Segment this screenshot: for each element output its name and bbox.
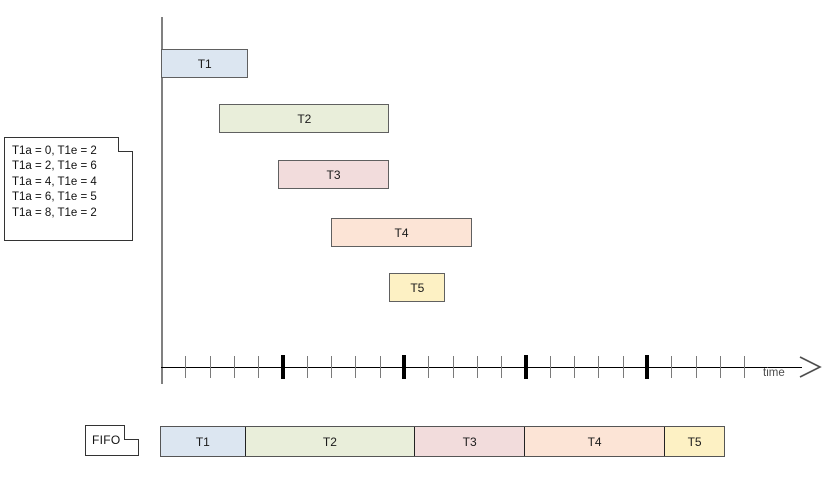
task-times-line: T1a = 2, T1e = 6 xyxy=(12,160,97,173)
gantt-bar-label: T4 xyxy=(394,225,409,240)
fifo-segment-t1: T1 xyxy=(161,427,246,456)
axis-tick-minor xyxy=(428,356,430,378)
axis-tick-minor xyxy=(695,356,697,378)
axis-tick-minor xyxy=(331,356,333,378)
gantt-bar-label: T2 xyxy=(297,111,312,126)
axis-tick-major xyxy=(280,355,285,379)
axis-tick-major xyxy=(402,355,406,379)
fifo-segment-t5: T5 xyxy=(664,427,725,456)
fifo-segment-label: T3 xyxy=(462,434,477,449)
fifo-segment-label: T4 xyxy=(587,434,602,449)
axis-tick-minor xyxy=(549,356,551,378)
task-times-list: T1a = 0, T1e = 2 T1a = 2, T1e = 6 T1a = 4,… xyxy=(12,144,97,221)
time-axis-line xyxy=(161,367,802,368)
vertical-axis xyxy=(161,17,163,384)
gantt-bar-t4: T4 xyxy=(331,218,473,247)
axis-tick-minor xyxy=(622,356,624,378)
axis-tick-minor xyxy=(671,356,673,378)
fifo-segment-t3: T3 xyxy=(415,427,526,456)
note-fold-corner-icon xyxy=(124,424,139,440)
axis-tick-minor xyxy=(598,356,600,378)
axis-tick-major xyxy=(523,355,528,379)
fifo-segment-t4: T4 xyxy=(525,427,665,456)
fifo-segment-label: T5 xyxy=(687,434,702,449)
axis-tick-minor xyxy=(185,356,187,378)
fifo-label: FIFO xyxy=(92,433,121,447)
axis-tick-minor xyxy=(719,356,721,378)
task-times-line: T1a = 0, T1e = 2 xyxy=(12,145,97,157)
task-times-line: T1a = 6, T1e = 5 xyxy=(12,191,97,204)
gantt-bar-label: T3 xyxy=(326,167,341,182)
gantt-bar-t2: T2 xyxy=(219,104,390,133)
axis-tick-minor xyxy=(306,356,308,378)
task-times-note: T1a = 0, T1e = 2 T1a = 2, T1e = 6 T1a = 4,… xyxy=(4,136,133,241)
gantt-bar-t3: T3 xyxy=(277,160,390,189)
gantt-bar-label: T5 xyxy=(410,280,425,295)
fifo-segment-t2: T2 xyxy=(245,427,416,456)
axis-arrow-icon xyxy=(799,356,822,378)
task-times-line: T1a = 8, T1e = 2 xyxy=(12,206,97,219)
note-fold-corner-icon xyxy=(118,136,133,152)
axis-tick-minor xyxy=(355,356,357,378)
axis-tick-minor xyxy=(501,356,503,378)
fifo-schedule-strip: T1 T2 T3 T4 T5 xyxy=(160,426,726,457)
fifo-note: FIFO xyxy=(85,424,139,456)
axis-tick-minor xyxy=(209,356,211,378)
axis-tick-minor xyxy=(258,356,260,378)
fifo-segment-label: T1 xyxy=(195,434,210,449)
axis-tick-minor xyxy=(379,356,381,378)
time-axis-label: time xyxy=(763,367,785,379)
axis-tick-minor xyxy=(476,356,478,378)
axis-tick-minor xyxy=(744,356,746,378)
task-times-line: T1a = 4, T1e = 4 xyxy=(12,175,97,188)
gantt-bar-t5: T5 xyxy=(389,273,446,302)
axis-tick-minor xyxy=(574,356,576,378)
axis-tick-minor xyxy=(452,356,454,378)
axis-tick-minor xyxy=(233,356,235,378)
gantt-bar-label: T1 xyxy=(197,56,212,71)
axis-tick-major xyxy=(645,355,649,379)
fifo-segment-label: T2 xyxy=(322,434,337,449)
gantt-bar-t1: T1 xyxy=(161,49,249,78)
